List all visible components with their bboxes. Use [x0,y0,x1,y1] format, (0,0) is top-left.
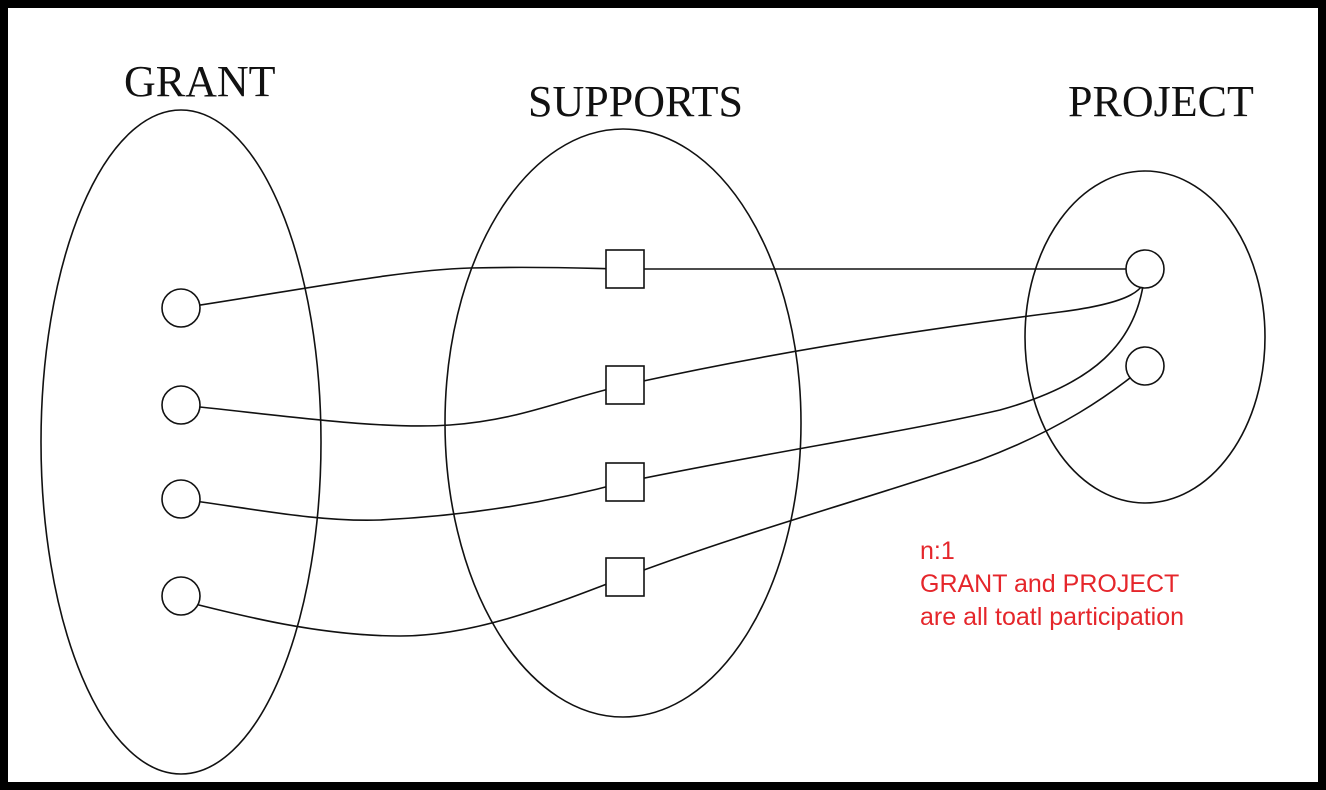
supports-set-ellipse [444,128,802,718]
grant-instance-2 [161,385,201,425]
project-set-title: PROJECT [1068,77,1254,126]
supports-instance-4 [605,557,645,597]
supports-instance-2 [605,365,645,405]
grant-instance-3 [161,479,201,519]
project-instance-1 [1125,249,1165,289]
supports-instance-3 [605,462,645,502]
grant-set-ellipse [40,109,322,775]
annotation-line-2: GRANT and PROJECT [920,570,1180,598]
relationship-link-1 [180,266,1145,309]
annotation-line-3: are all toatl participation [920,603,1185,631]
project-set-ellipse [1024,170,1266,504]
supports-set-title: SUPPORTS [528,77,743,126]
relationship-link-3 [180,268,1146,522]
project-instance-2 [1125,346,1165,386]
grant-instance-4 [161,576,201,616]
relationship-link-2 [180,268,1147,427]
grant-set-title: GRANT [124,57,276,106]
annotation-line-1: n:1 [920,537,955,565]
grant-instance-1 [161,288,201,328]
cardinality-annotation: n:1 GRANT and PROJECT are all toatl part… [920,535,1184,634]
supports-instance-1 [605,249,645,289]
